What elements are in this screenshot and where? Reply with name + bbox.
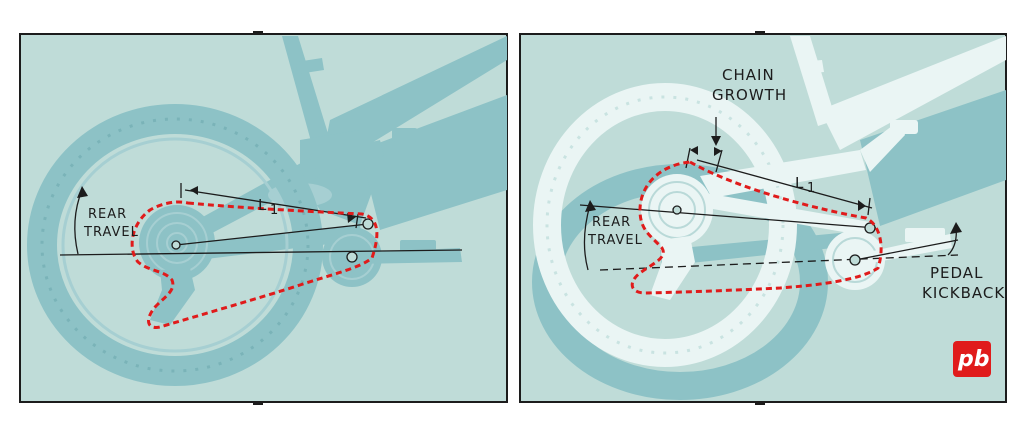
left-panel: REAR TRAVEL L 1 bbox=[19, 31, 508, 405]
right-rear-label: REAR bbox=[592, 215, 631, 230]
right-chain-path bbox=[630, 160, 883, 295]
left-length-label: L bbox=[258, 196, 267, 214]
right-length-sub: 1 bbox=[807, 181, 816, 196]
right-geometry-lines bbox=[579, 117, 962, 271]
kickback-label: KICKBACK bbox=[922, 284, 1005, 302]
pinkbike-logo: pb bbox=[953, 341, 991, 377]
rear-wheel-icon bbox=[27, 104, 323, 386]
left-chain-path bbox=[130, 200, 379, 329]
chain-label: CHAIN bbox=[722, 66, 775, 84]
right-travel-label: TRAVEL bbox=[587, 233, 643, 248]
right-panel: CHAIN GROWTH REAR TRAVEL L 1 PEDAL KICKB… bbox=[519, 31, 1007, 405]
left-rear-label: REAR bbox=[88, 207, 127, 222]
left-geometry-lines bbox=[59, 183, 463, 263]
left-travel-label: TRAVEL bbox=[83, 225, 139, 240]
logo-text: pb bbox=[957, 347, 990, 372]
right-length-label: L bbox=[795, 174, 804, 192]
frame-icon bbox=[533, 36, 1006, 367]
left-length-sub: 1 bbox=[270, 203, 279, 218]
derailleur-icon bbox=[650, 236, 695, 300]
pedal-label: PEDAL bbox=[930, 264, 983, 282]
growth-label: GROWTH bbox=[712, 86, 787, 104]
derailleur-icon bbox=[150, 268, 195, 325]
